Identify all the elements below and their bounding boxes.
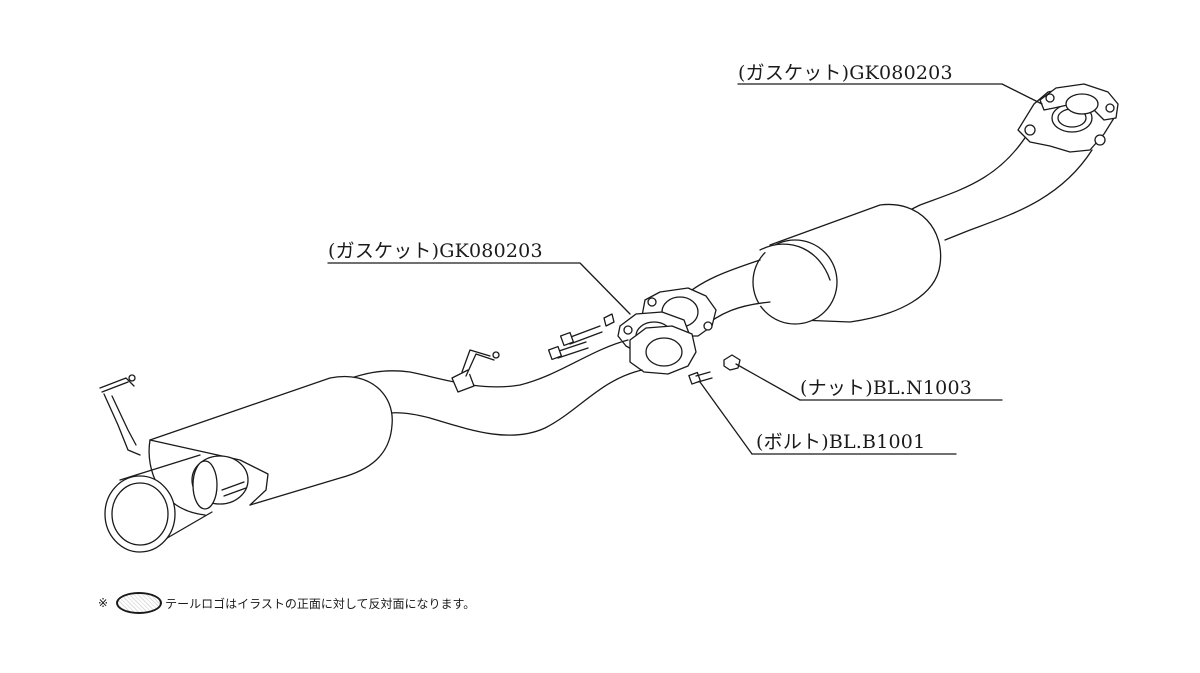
note-mark: ※ xyxy=(98,596,109,610)
main-pipe-hanger xyxy=(451,349,500,393)
top-gasket xyxy=(1039,83,1119,121)
rear-muffler-bracket xyxy=(99,374,141,456)
note-text: テールロゴはイラストの正面に対して反対面になります。 xyxy=(165,596,476,611)
gasket-mid-label: (ガスケット)GK080203 xyxy=(328,240,543,262)
bolt-lower xyxy=(547,341,589,361)
bolt-upper xyxy=(559,325,603,347)
nut-upper xyxy=(603,313,615,327)
nut-loose xyxy=(723,354,741,371)
bolt-label: (ボルト)BL.B1001 xyxy=(756,431,926,453)
gasket-top-label: (ガスケット)GK080203 xyxy=(738,62,953,84)
rear-stud xyxy=(221,481,247,497)
nut-label: (ナット)BL.N1003 xyxy=(800,377,973,399)
fujitsubo-logo-icon xyxy=(116,592,163,614)
bolt-loose xyxy=(688,371,713,385)
leader-lines xyxy=(327,83,1043,455)
resonator xyxy=(752,203,942,325)
rear-muffler xyxy=(148,375,393,516)
footnote: ※ テールロゴはイラストの正面に対して反対面になります。 xyxy=(98,592,475,614)
mid-flange-lower xyxy=(629,325,697,375)
tail-pipe xyxy=(104,454,218,553)
front-pipe xyxy=(899,129,1093,241)
intermediate-pipe xyxy=(679,259,771,331)
